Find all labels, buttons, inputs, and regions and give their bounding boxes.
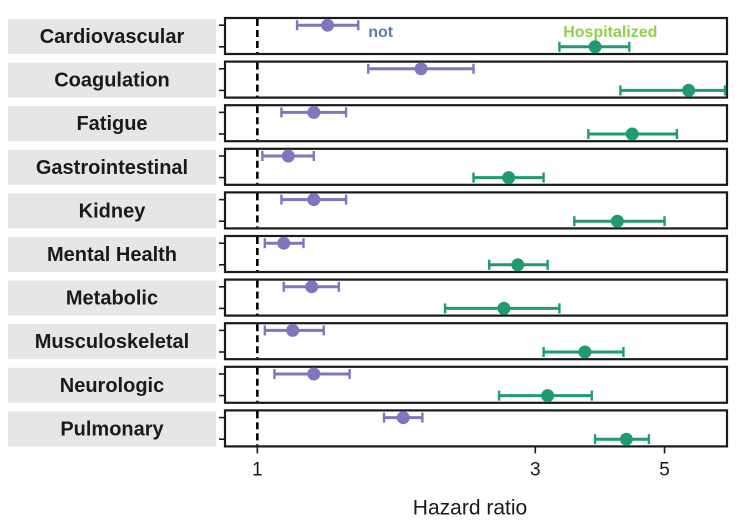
strip-label: Metabolic [66, 288, 158, 310]
point-not-coagulation [367, 62, 475, 76]
legend-item-not: not [368, 24, 394, 41]
x-tick-label: 5 [659, 459, 670, 480]
point-hospitalized-metabolic [443, 301, 561, 315]
hr-point [321, 18, 335, 32]
hr-point [396, 411, 410, 425]
hr-point [511, 258, 525, 272]
strip-label: Gastrointestinal [36, 157, 188, 179]
strip-background [8, 193, 216, 229]
strip-label: Pulmonary [60, 418, 164, 440]
point-not-metabolic [282, 280, 341, 294]
hr-point [307, 367, 321, 381]
x-axis-title: Hazard ratio [413, 496, 527, 519]
strip-background [8, 280, 216, 316]
strip-label: Coagulation [54, 70, 170, 92]
panel-border [223, 147, 729, 186]
point-hospitalized-cardiovascular [558, 40, 631, 54]
panel-border [223, 104, 729, 143]
panel-border [223, 409, 729, 448]
point-not-fatigue [280, 105, 348, 119]
panel-cardiovascular: Cardiovascular [8, 16, 729, 56]
panel-mental-health: Mental Health [8, 234, 729, 274]
hr-point [502, 171, 516, 185]
point-hospitalized-kidney [573, 214, 666, 228]
strip-label: Neurologic [60, 375, 164, 397]
hr-point [578, 345, 592, 359]
panel-border [223, 234, 729, 274]
strip-background [8, 237, 216, 272]
hr-point [588, 40, 602, 54]
panel-border [223, 191, 729, 230]
strip-background [8, 367, 216, 403]
panel-gastrointestinal: Gastrointestinal [8, 147, 729, 186]
strip-label: Kidney [79, 200, 147, 222]
strip-label: Cardiovascular [40, 26, 185, 48]
hr-point [610, 214, 624, 228]
hr-point [286, 323, 300, 337]
strip-label: Fatigue [76, 113, 147, 135]
point-hospitalized-gastrointestinal [472, 171, 545, 185]
panel-neurologic: Neurologic [8, 365, 729, 404]
hr-point [619, 432, 633, 446]
facet-panels: CardiovascularCoagulationFatigueGastroin… [8, 16, 729, 448]
point-hospitalized-mental-health [487, 258, 549, 272]
x-tick-label: 3 [530, 459, 541, 480]
legend-item-hospitalized: Hospitalized [563, 24, 657, 41]
hr-point [281, 149, 295, 163]
hr-point [625, 127, 639, 141]
strip-label: Musculoskeletal [35, 331, 190, 353]
point-hospitalized-musculoskeletal [542, 345, 625, 359]
point-hospitalized-neurologic [497, 389, 593, 403]
panel-border [223, 322, 729, 361]
point-hospitalized-fatigue [587, 127, 679, 141]
hr-point [414, 62, 428, 76]
point-hospitalized-pulmonary [593, 432, 651, 446]
strip-background [8, 149, 216, 185]
x-axis: 1 3 5 [252, 446, 670, 480]
strip-background [8, 19, 216, 54]
panel-kidney: Kidney [8, 191, 729, 230]
hr-point [497, 301, 511, 315]
point-not-kidney [280, 193, 348, 207]
panel-border [223, 278, 729, 317]
hr-point [307, 193, 321, 207]
point-not-pulmonary [382, 411, 424, 425]
x-tick-label: 1 [252, 459, 263, 480]
hr-point [277, 236, 291, 250]
panel-metabolic: Metabolic [8, 278, 729, 317]
strip-background [8, 62, 216, 98]
panel-musculoskeletal: Musculoskeletal [8, 322, 729, 361]
strip-background [8, 411, 216, 447]
panel-coagulation: Coagulation [8, 60, 729, 99]
point-not-neurologic [273, 367, 351, 381]
point-not-mental-health [263, 236, 305, 250]
point-not-cardiovascular [295, 18, 360, 32]
strip-background [8, 106, 216, 142]
panel-pulmonary: Pulmonary [8, 409, 729, 448]
strip-label: Mental Health [47, 244, 177, 266]
hr-point [541, 389, 555, 403]
point-not-musculoskeletal [263, 323, 325, 337]
hr-point [682, 83, 696, 97]
panel-fatigue: Fatigue [8, 104, 729, 143]
panel-border [223, 60, 729, 99]
hr-point [305, 280, 319, 294]
point-not-gastrointestinal [261, 149, 315, 163]
strip-background [8, 324, 216, 360]
panel-border [223, 365, 729, 404]
hr-point [307, 105, 321, 119]
legend: not Hospitalized [368, 24, 657, 41]
point-hospitalized-coagulation [619, 83, 727, 97]
